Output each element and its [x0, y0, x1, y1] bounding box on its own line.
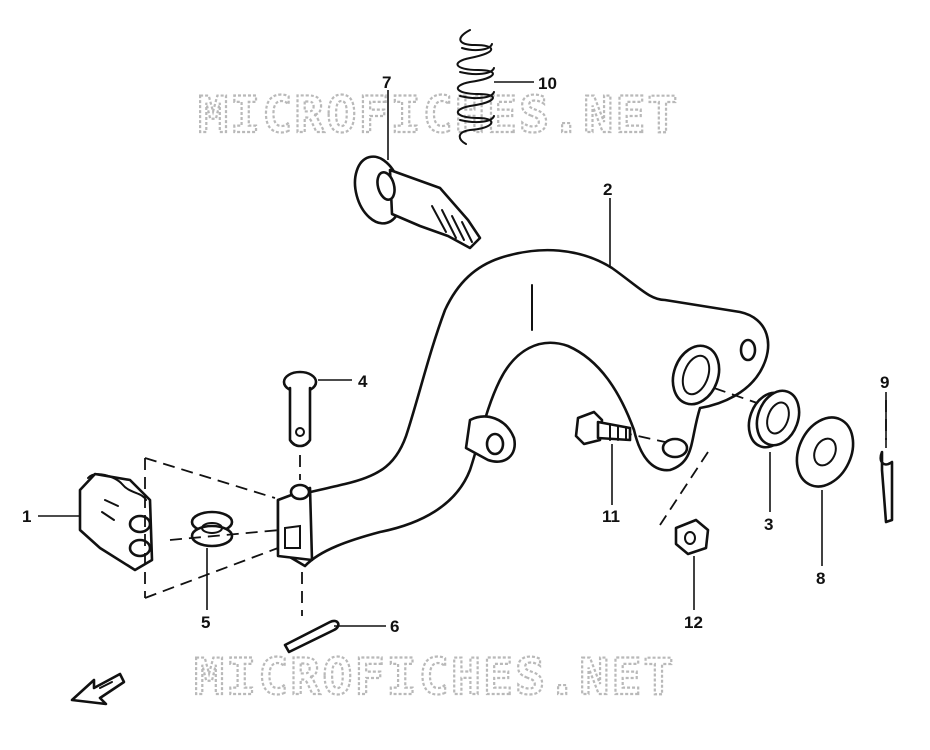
callout-12: 12 — [684, 613, 703, 632]
part-10-spring — [456, 29, 495, 145]
callout-11: 11 — [602, 507, 620, 526]
callout-8: 8 — [816, 569, 825, 588]
callout-7: 7 — [382, 73, 391, 92]
part-9-cotter-pin — [879, 450, 894, 524]
leader-lines — [38, 81, 887, 627]
callout-6: 6 — [390, 617, 399, 636]
watermark-bottom: MICROFICHES.NET — [194, 648, 676, 706]
callout-10: 10 — [538, 74, 557, 93]
part-4-clevis-pin — [282, 370, 318, 480]
part-1-clevis — [78, 472, 154, 572]
part-6-cotter-pin — [283, 619, 340, 654]
callout-3: 3 — [764, 515, 773, 534]
part-8-washer — [795, 416, 855, 488]
callout-9: 9 — [880, 373, 889, 392]
forward-arrow-icon — [70, 672, 126, 706]
callout-4: 4 — [358, 372, 368, 391]
callout-1: 1 — [22, 507, 31, 526]
part-7-pivot-bolt — [353, 155, 482, 250]
callout-5: 5 — [201, 613, 210, 632]
watermark-top: MICROFICHES.NET — [198, 86, 680, 144]
part-2-brake-pedal — [276, 248, 770, 568]
part-3-bushing — [747, 389, 801, 449]
callout-2: 2 — [603, 180, 612, 199]
part-12-nut — [674, 518, 710, 556]
part-5-spring — [190, 510, 234, 548]
part-11-bolt — [574, 410, 632, 446]
